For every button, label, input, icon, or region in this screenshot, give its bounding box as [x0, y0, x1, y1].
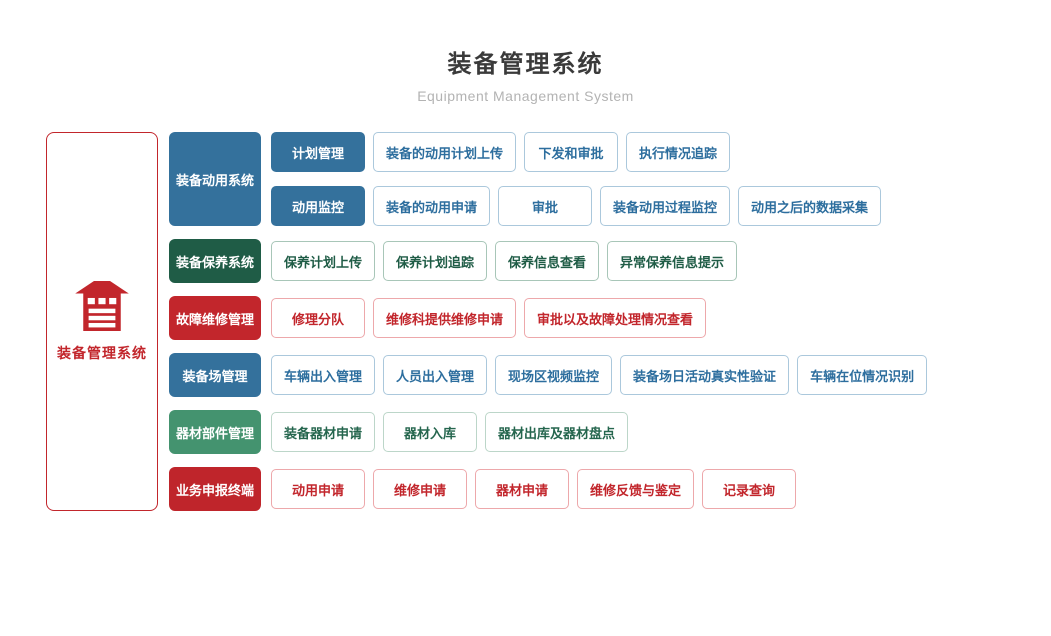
- diagram-header: 装备管理系统 Equipment Management System: [0, 0, 1051, 104]
- leaf-node: 装备场日活动真实性验证: [620, 355, 790, 395]
- branch-row: 装备动用系统计划管理装备的动用计划上传下发和审批执行情况追踪动用监控装备的动用申…: [169, 132, 935, 226]
- group-row: 动用监控装备的动用申请审批装备动用过程监控动用之后的数据采集: [271, 186, 889, 226]
- page-subtitle: Equipment Management System: [417, 88, 634, 104]
- leaf-node: 装备动用过程监控: [600, 186, 731, 226]
- leaf-node: 动用申请: [271, 469, 365, 509]
- leaf-node: 器材入库: [383, 412, 478, 452]
- leaf-node: 人员出入管理: [383, 355, 488, 395]
- leaf-node: 记录查询: [702, 469, 797, 509]
- root-node-label: 装备管理系统: [57, 344, 147, 361]
- branch-row: 器材部件管理装备器材申请器材入库器材出库及器材盘点: [169, 410, 935, 454]
- leaf-node: 维修申请: [373, 469, 467, 509]
- diagram-body: 装备管理系统 装备动用系统计划管理装备的动用计划上传下发和审批执行情况追踪动用监…: [46, 132, 1051, 511]
- leaf-node: 装备的动用计划上传: [373, 132, 517, 172]
- leaf-node: 车辆出入管理: [271, 355, 376, 395]
- branch-row: 故障维修管理修理分队维修科提供维修申请审批以及故障处理情况查看: [169, 296, 935, 340]
- branch-label: 装备保养系统: [169, 239, 261, 283]
- leaf-node: 下发和审批: [524, 132, 619, 172]
- leaf-node: 保养计划追踪: [383, 241, 488, 281]
- group-label: 动用监控: [271, 186, 365, 226]
- leaf-node: 执行情况追踪: [626, 132, 731, 172]
- leaf-node: 现场区视频监控: [495, 355, 613, 395]
- leaf-list: 装备的动用申请审批装备动用过程监控动用之后的数据采集: [373, 186, 889, 226]
- leaf-list: 修理分队维修科提供维修申请审批以及故障处理情况查看: [271, 298, 714, 338]
- leaf-node: 装备的动用申请: [373, 186, 491, 226]
- leaf-list: 装备器材申请器材入库器材出库及器材盘点: [271, 412, 636, 452]
- leaf-node: 器材申请: [475, 469, 569, 509]
- branch-row: 业务申报终端动用申请维修申请器材申请维修反馈与鉴定记录查询: [169, 467, 935, 511]
- branches-container: 装备动用系统计划管理装备的动用计划上传下发和审批执行情况追踪动用监控装备的动用申…: [169, 132, 935, 511]
- branch-groups: 计划管理装备的动用计划上传下发和审批执行情况追踪动用监控装备的动用申请审批装备动…: [271, 132, 889, 226]
- leaf-list: 装备的动用计划上传下发和审批执行情况追踪: [373, 132, 738, 172]
- leaf-list: 保养计划上传保养计划追踪保养信息查看异常保养信息提示: [271, 241, 745, 281]
- branch-label: 装备动用系统: [169, 132, 261, 226]
- leaf-node: 维修科提供维修申请: [373, 298, 517, 338]
- branch-row: 装备保养系统保养计划上传保养计划追踪保养信息查看异常保养信息提示: [169, 239, 935, 283]
- leaf-list: 动用申请维修申请器材申请维修反馈与鉴定记录查询: [271, 469, 804, 509]
- leaf-node: 异常保养信息提示: [607, 241, 738, 281]
- leaf-list: 车辆出入管理人员出入管理现场区视频监控装备场日活动真实性验证车辆在位情况识别: [271, 355, 935, 395]
- group-row: 计划管理装备的动用计划上传下发和审批执行情况追踪: [271, 132, 889, 172]
- root-node: 装备管理系统: [46, 132, 158, 511]
- leaf-node: 保养计划上传: [271, 241, 376, 281]
- leaf-node: 修理分队: [271, 298, 365, 338]
- group-label: 计划管理: [271, 132, 365, 172]
- leaf-node: 车辆在位情况识别: [797, 355, 928, 395]
- branch-label: 器材部件管理: [169, 410, 261, 454]
- branch-row: 装备场管理车辆出入管理人员出入管理现场区视频监控装备场日活动真实性验证车辆在位情…: [169, 353, 935, 397]
- leaf-node: 动用之后的数据采集: [738, 186, 882, 226]
- leaf-node: 保养信息查看: [495, 241, 600, 281]
- leaf-node: 器材出库及器材盘点: [485, 412, 629, 452]
- garage-icon: [75, 280, 129, 331]
- leaf-node: 装备器材申请: [271, 412, 376, 452]
- branch-label: 故障维修管理: [169, 296, 261, 340]
- branch-label: 业务申报终端: [169, 467, 261, 511]
- branch-label: 装备场管理: [169, 353, 261, 397]
- page-title: 装备管理系统: [447, 51, 604, 78]
- leaf-node: 审批以及故障处理情况查看: [524, 298, 707, 338]
- leaf-node: 审批: [498, 186, 593, 226]
- leaf-node: 维修反馈与鉴定: [577, 469, 695, 509]
